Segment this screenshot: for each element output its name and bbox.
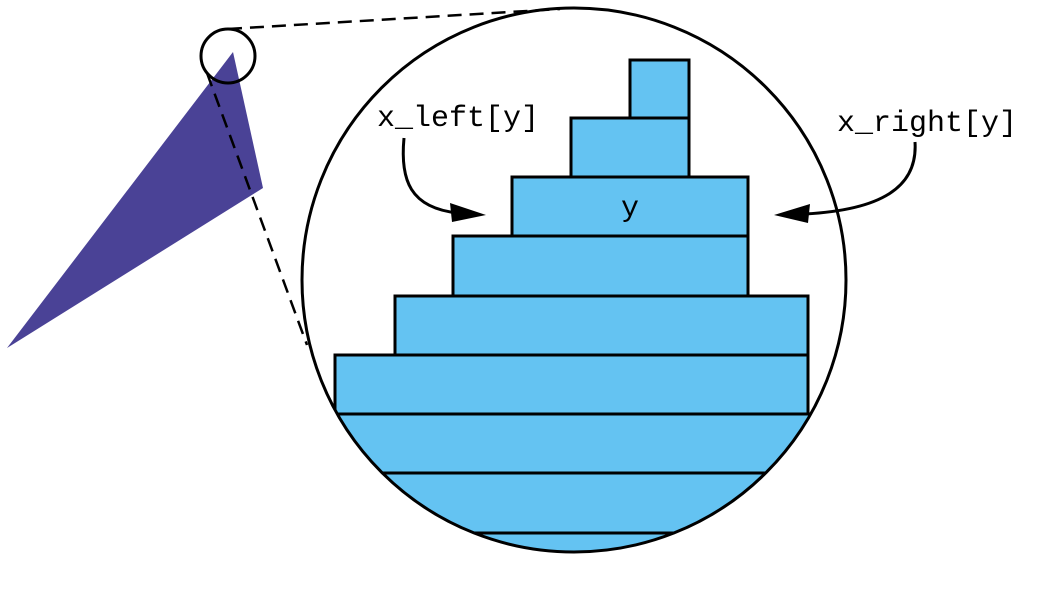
row-label: y (621, 192, 639, 226)
filled-triangle (7, 52, 263, 348)
scanline-row (451, 234, 750, 298)
scanline-row (302, 471, 846, 535)
scanline-row (510, 175, 750, 238)
scanline-rows (302, 58, 846, 552)
x-left-arrowhead-icon (450, 203, 486, 222)
magnifier-circle (300, 6, 848, 554)
scanline-row (569, 116, 691, 179)
x-right-arrowhead-icon (774, 204, 810, 223)
x-left-label: x_left[y] (377, 102, 539, 136)
zoom-guide-top (227, 7, 561, 31)
scanline-row (333, 353, 810, 416)
zoom-guide-bottom (205, 72, 309, 346)
x-left-arrow (401, 137, 459, 215)
x-right-arrow (804, 141, 917, 216)
scanline-row (628, 58, 691, 120)
scanline-row (393, 294, 810, 357)
x-right-label: x_right[y] (837, 107, 1017, 141)
